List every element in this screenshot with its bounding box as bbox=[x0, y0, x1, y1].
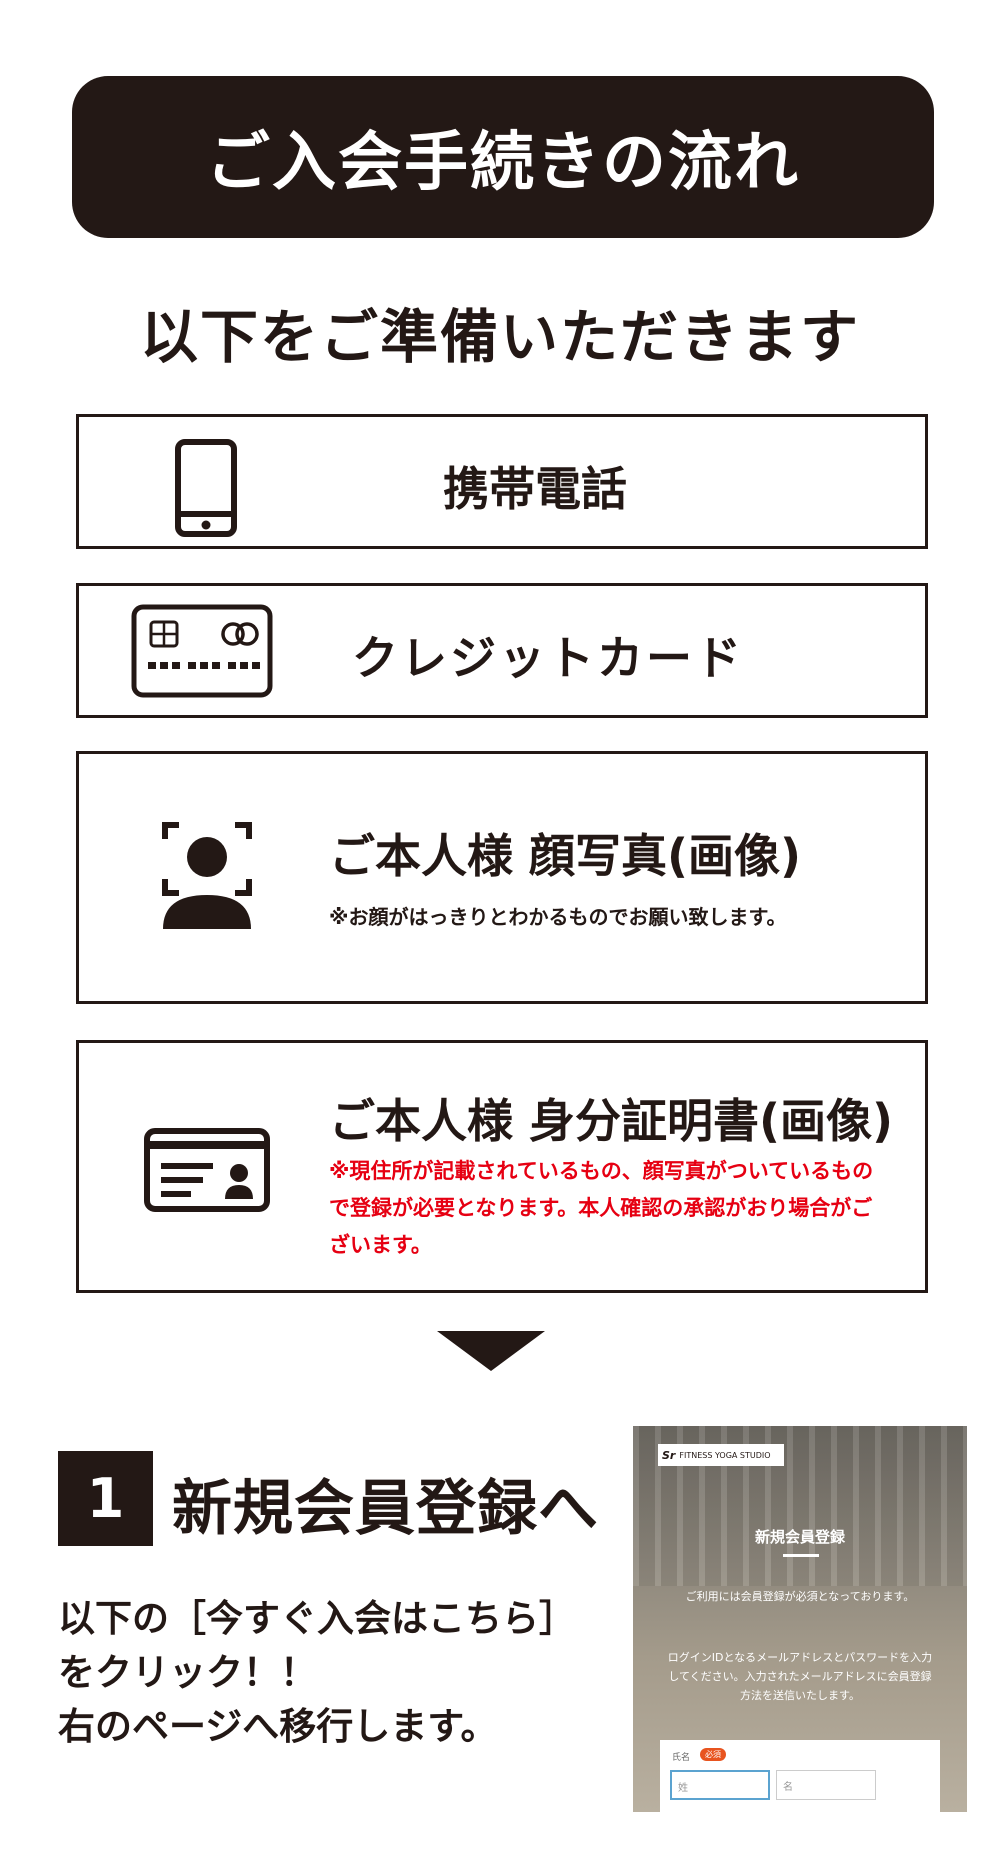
header-title: ご入会手続きの流れ bbox=[206, 126, 800, 200]
item-id-document: ご本人様 身分証明書(画像) ※現住所が記載されているもの、顔写真がついているも… bbox=[76, 1040, 928, 1293]
thumb-logo-script: Sr bbox=[662, 1448, 676, 1462]
item-label: ご本人様 顔写真(画像) bbox=[329, 829, 802, 883]
item-credit-card: クレジットカード bbox=[76, 583, 928, 718]
step-title: 新規会員登録へ bbox=[172, 1474, 599, 1544]
thumb-first-name-input: 名 bbox=[776, 1770, 876, 1800]
step-number: 1 bbox=[58, 1451, 153, 1546]
item-note-warning: ※現住所が記載されているもの、顔写真がついているもので登録が必要となります。本人… bbox=[329, 1159, 874, 1257]
item-label: 携帯電話 bbox=[443, 462, 627, 516]
thumb-paragraph: ログインIDとなるメールアドレスとパスワードを入力してください。入力されたメール… bbox=[667, 1651, 933, 1702]
thumb-field-label: 氏名 bbox=[672, 1753, 691, 1763]
page-subtitle: 以下をご準備いただきます bbox=[139, 303, 860, 371]
smartphone-icon bbox=[175, 439, 237, 537]
thumb-logo: Sr FITNESS YOGA STUDIO bbox=[658, 1444, 784, 1466]
item-face-photo: ご本人様 顔写真(画像) ※お顔がはっきりとわかるものでお願い致します。 bbox=[76, 751, 928, 1004]
thumb-required-badge: 必須 bbox=[700, 1748, 726, 1761]
thumb-paragraph: ご利用には会員登録が必須となっております。 bbox=[685, 1590, 915, 1603]
item-phone: 携帯電話 bbox=[76, 414, 928, 549]
face-photo-icon bbox=[162, 822, 252, 929]
item-label: ご本人様 身分証明書(画像) bbox=[329, 1094, 894, 1148]
registration-page-screenshot: Sr FITNESS YOGA STUDIO 新規会員登録 ご利用には会員登録が… bbox=[633, 1426, 967, 1812]
thumb-logo-text: FITNESS YOGA STUDIO bbox=[679, 1450, 771, 1460]
item-label: クレジットカード bbox=[352, 631, 744, 685]
step-desc-line: をクリック！！ bbox=[58, 1651, 317, 1694]
thumb-title: 新規会員登録 bbox=[754, 1528, 845, 1546]
item-note: ※お顔がはっきりとわかるものでお願い致します。 bbox=[329, 905, 787, 929]
thumb-title-underline bbox=[783, 1554, 819, 1557]
credit-card-icon bbox=[131, 604, 273, 698]
id-card-icon bbox=[144, 1128, 270, 1212]
thumb-last-name-input: 姓 bbox=[670, 1770, 770, 1800]
step-description: 以下の［今すぐ入会はこちら］ をクリック！！ 右のページへ移行します。 bbox=[58, 1592, 638, 1754]
step-desc-line: 右のページへ移行します。 bbox=[58, 1705, 498, 1748]
step-desc-line: 以下の［今すぐ入会はこちら］ bbox=[58, 1597, 576, 1640]
header-banner: ご入会手続きの流れ bbox=[72, 76, 934, 238]
thumb-form: 氏名 必須 姓 名 bbox=[660, 1740, 940, 1812]
down-arrow-icon bbox=[437, 1331, 545, 1371]
